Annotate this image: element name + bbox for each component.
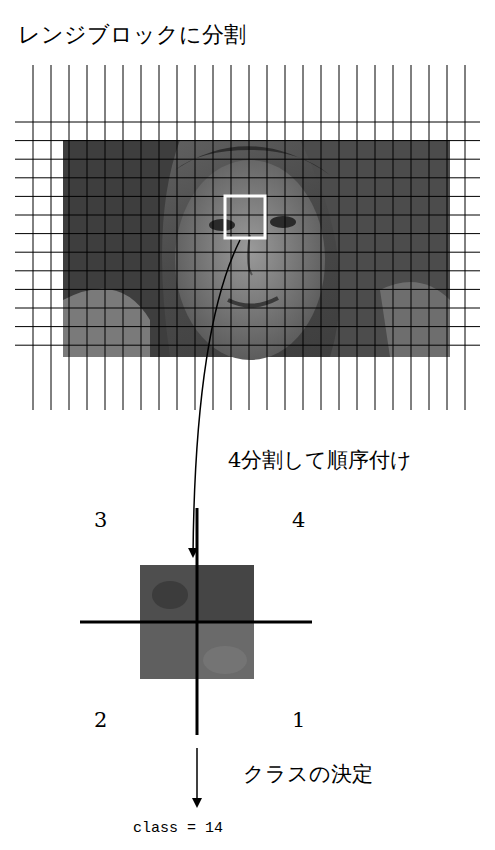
grid-line: [51, 65, 52, 410]
curved-arrow: [193, 240, 240, 556]
grid-line: [123, 65, 124, 410]
quadrant-number: 4: [292, 508, 305, 533]
grid-line: [465, 65, 466, 410]
cross-horizontal: [80, 621, 312, 624]
grid-line: [159, 65, 160, 410]
grid-line: [15, 252, 480, 253]
grid-line: [15, 122, 480, 123]
grid-line: [447, 65, 448, 410]
grid-line: [15, 308, 480, 309]
step-label: 4分割して順序付け: [228, 448, 412, 473]
grid-line: [15, 345, 480, 346]
grid-line: [15, 140, 480, 141]
grid-line: [339, 65, 340, 410]
title: レンジブロックに分割: [18, 22, 246, 48]
grid-line: [15, 215, 480, 216]
quadrant-number: 3: [94, 508, 107, 533]
grid-line: [267, 65, 268, 410]
grid-line: [15, 233, 480, 234]
grid-line: [87, 65, 88, 410]
step-label: クラスの決定: [243, 762, 373, 787]
grid-line: [141, 65, 142, 410]
grid-line: [195, 65, 196, 410]
down-arrow: [196, 748, 198, 806]
grid-line: [429, 65, 430, 410]
grid-line: [15, 326, 480, 327]
grid-line: [69, 65, 70, 410]
class-result: class = 14: [133, 820, 223, 838]
quadrant-number: 2: [94, 708, 107, 733]
grid-line: [15, 270, 480, 271]
grid-line: [285, 65, 286, 410]
grid-line: [411, 65, 412, 410]
grid-line: [303, 65, 304, 410]
grid-line: [321, 65, 322, 410]
grid-line: [15, 289, 480, 290]
grid-line: [213, 65, 214, 410]
grid-line: [357, 65, 358, 410]
quadrant-number: 1: [292, 708, 305, 733]
grid-line: [15, 177, 480, 178]
grid-line: [33, 65, 34, 410]
grid-line: [393, 65, 394, 410]
grid-line: [375, 65, 376, 410]
grid-line: [177, 65, 178, 410]
grid-lines: [15, 65, 480, 410]
grid-line: [15, 159, 480, 160]
range-block: [225, 196, 265, 238]
grid-line: [105, 65, 106, 410]
